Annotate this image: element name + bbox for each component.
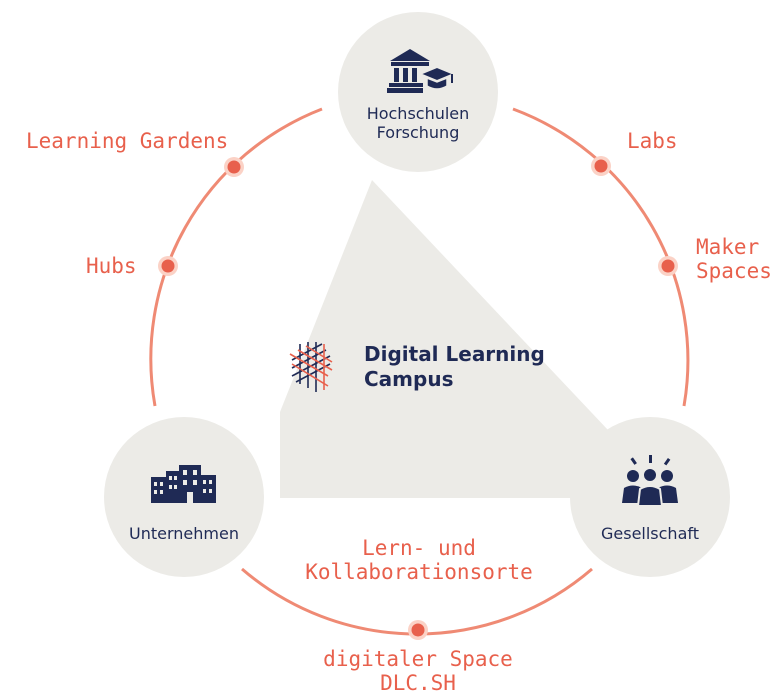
- dot-learning-gardens: [224, 157, 244, 177]
- label-digital-space: digitaler Space DLC.SH: [318, 647, 518, 695]
- center-title-line2: Campus: [364, 367, 454, 391]
- ring-arc-right: [512, 107, 690, 407]
- dot-labs: [591, 156, 611, 176]
- ring-dots: [158, 156, 678, 640]
- ring-arc-left: [149, 107, 323, 407]
- label-maker-line2: Spaces: [696, 259, 772, 284]
- center-title-line1: Digital Learning: [364, 342, 545, 366]
- label-learning-gardens: Learning Gardens: [26, 129, 229, 153]
- lattice-logo-icon: [289, 342, 333, 392]
- label-lern-line1: Lern- und: [362, 536, 476, 560]
- label-lern-line2: Kollaborationsorte: [305, 560, 533, 585]
- label-maker-spaces: Maker Spaces: [696, 235, 772, 283]
- label-digital-line2: DLC.SH: [380, 671, 456, 696]
- node-label-top: Hochschulen Forschung: [338, 104, 498, 142]
- label-lern-kollaborationsorte: Lern- und Kollaborationsorte: [304, 536, 534, 584]
- people-group-icon: [622, 455, 678, 507]
- node-label-top-line2: Forschung: [376, 123, 460, 143]
- label-labs: Labs: [627, 129, 678, 153]
- dot-hubs: [158, 256, 178, 276]
- dot-digital-space: [408, 620, 428, 640]
- node-label-top-line1: Hochschulen: [366, 104, 470, 123]
- center-title: Digital Learning Campus: [364, 342, 545, 392]
- node-label-right: Gesellschaft: [600, 524, 699, 543]
- label-digital-line1: digitaler Space: [323, 647, 513, 671]
- university-graduation-icon: [387, 49, 457, 93]
- office-buildings-icon: [151, 465, 216, 503]
- node-label-left: Unternehmen: [129, 524, 239, 543]
- center-triangle: [280, 180, 608, 498]
- label-hubs: Hubs: [86, 254, 137, 278]
- label-maker-line1: Maker: [696, 235, 760, 259]
- dot-maker-spaces: [658, 256, 678, 276]
